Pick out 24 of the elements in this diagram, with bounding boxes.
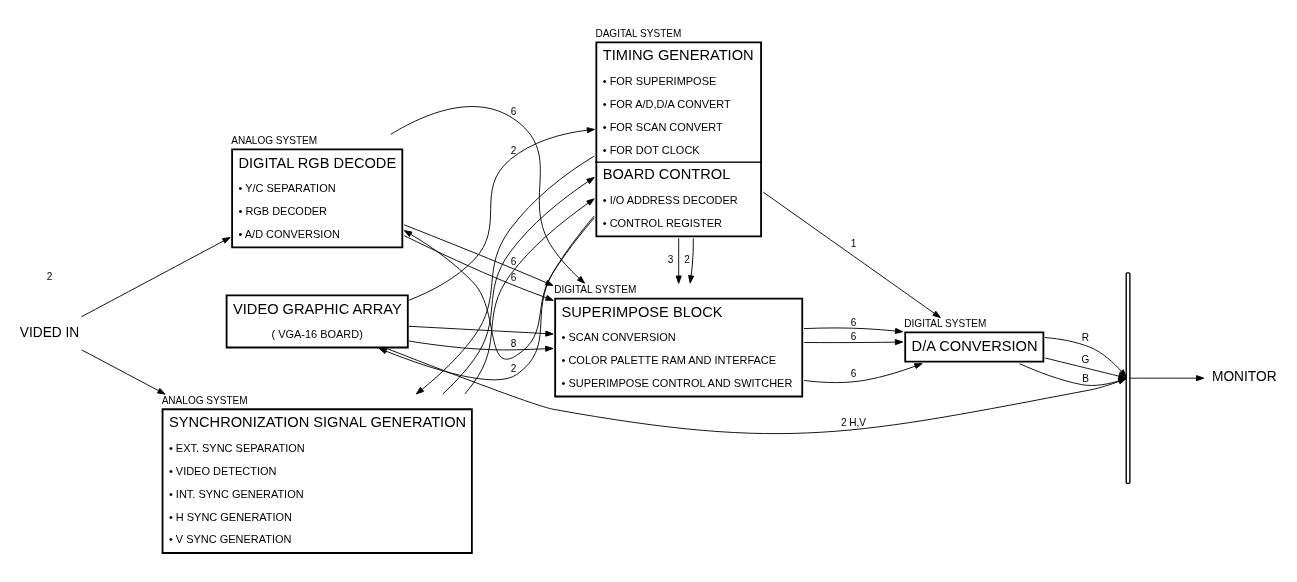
edge-label: 6 <box>850 316 857 328</box>
edge-label: G <box>1081 354 1090 366</box>
node-label: DIGITAL SYSTEM <box>554 283 637 295</box>
edge-label: 8 <box>510 337 517 349</box>
node-label: DAGITAL SYSTEM <box>595 27 682 39</box>
edge-label: 3 <box>667 254 674 266</box>
edge-label: 1 <box>850 238 857 250</box>
node-text: VIDED IN <box>19 324 80 340</box>
label: 2 <box>46 271 53 283</box>
node-label: ANALOG SYSTEM <box>161 394 248 406</box>
edge-label: 6 <box>850 330 857 342</box>
node-label: DIGITAL SYSTEM <box>904 317 987 329</box>
edge-label: 6 <box>510 271 517 283</box>
edge-label: 2 <box>510 362 517 374</box>
edge-label: 6 <box>510 256 517 268</box>
edge-label: 2 <box>684 254 690 266</box>
edge-label: 6 <box>850 368 857 380</box>
edge-label: 2 H,V <box>840 416 867 428</box>
edge-label: R <box>1081 332 1090 344</box>
edge-label: B <box>1082 372 1089 384</box>
edge-label: 6 <box>510 106 517 118</box>
node-text: MONITOR <box>1212 369 1277 385</box>
edge-label: 2 <box>510 144 517 156</box>
node-label: ANALOG SYSTEM <box>231 134 318 146</box>
